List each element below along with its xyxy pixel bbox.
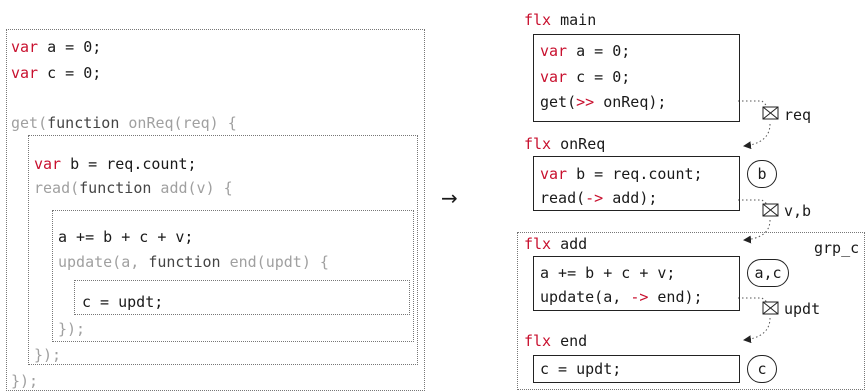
flow-connector-vb <box>738 199 768 205</box>
onreq-line-var-b: var b = req.count; <box>540 165 703 183</box>
flow-arrow-updt <box>743 317 771 344</box>
flow-box-add <box>533 256 740 311</box>
flow-header-end: flx end <box>524 332 588 350</box>
add-line-update: update(a, -> end); <box>540 288 703 306</box>
flow-arrow-vb <box>743 219 771 244</box>
code-line-get: get(function onReq(req) { <box>11 114 237 132</box>
code-line-var-a: var a = 0; <box>11 38 102 56</box>
code-line-read: read(function add(v) { <box>34 179 233 197</box>
code-line-close-2: }); <box>34 346 62 364</box>
code-line-var-b: var b = req.count; <box>34 155 197 173</box>
main-line-get: get(>> onReq); <box>540 93 667 111</box>
flow-box-onreq <box>533 156 740 211</box>
end-function-box <box>74 280 410 315</box>
add-line-assign: a += b + c + v; <box>540 264 676 282</box>
message-label-updt: updt <box>784 300 821 318</box>
flow-header-main: flx main <box>524 11 597 29</box>
onreq-line-read: read(-> add); <box>540 189 658 207</box>
add-function-box <box>52 210 414 342</box>
flow-arrow-req <box>743 123 771 150</box>
code-line-close-1: }); <box>11 372 39 390</box>
end-line-assign: c = updt; <box>540 360 622 378</box>
main-line-var-c: var c = 0; <box>540 68 631 86</box>
code-line-update: update(a, function end(updt) { <box>58 253 329 271</box>
onreq-context-circle: b <box>747 160 777 188</box>
flow-header-add: flx add <box>524 235 588 253</box>
envelope-icon <box>762 106 779 120</box>
flow-box-main <box>533 34 740 122</box>
flow-connector-updt <box>738 297 768 303</box>
main-line-var-a: var a = 0; <box>540 42 631 60</box>
group-label: grp_c <box>814 239 860 257</box>
code-line-c-assign: c = updt; <box>82 293 164 311</box>
code-line-close-3: }); <box>58 320 86 338</box>
envelope-icon <box>762 203 779 217</box>
message-label-req: req <box>784 106 812 124</box>
flow-connector-req <box>738 100 768 107</box>
flow-box-end <box>533 355 740 383</box>
transform-arrow: → <box>441 186 458 210</box>
end-context-circle: c <box>747 355 777 383</box>
flow-header-onreq: flx onReq <box>524 135 606 153</box>
envelope-icon <box>762 301 779 315</box>
add-context-circle: a,c <box>747 259 789 287</box>
message-label-vb: v,b <box>784 202 812 220</box>
onreq-function-box <box>28 135 418 365</box>
code-line-add-assign: a += b + c + v; <box>58 228 194 246</box>
code-line-var-c: var c = 0; <box>11 64 102 82</box>
